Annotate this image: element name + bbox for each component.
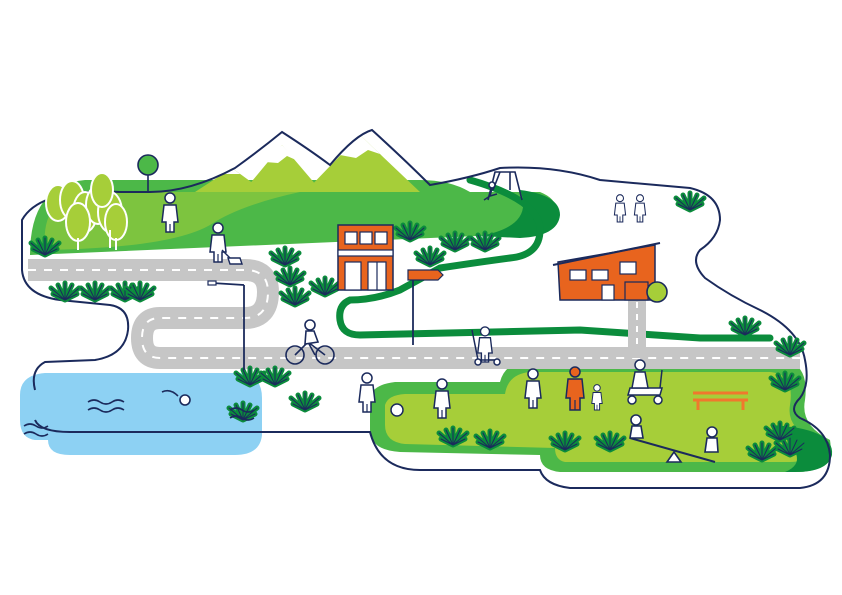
kick-scooter-icon xyxy=(471,329,501,366)
background-land xyxy=(20,135,833,472)
swing-icon xyxy=(483,171,523,201)
bench-icon xyxy=(693,391,748,410)
ball-icon xyxy=(390,403,404,417)
tree-icon xyxy=(45,172,128,250)
mountain-icon xyxy=(195,135,420,192)
dog-icon xyxy=(221,249,243,265)
scene-outline xyxy=(120,128,831,456)
mobility-scooter-icon xyxy=(627,359,663,405)
scene-outline-lower xyxy=(34,419,831,489)
seesaw-icon xyxy=(629,414,719,463)
scene-outline-left xyxy=(21,190,130,391)
road xyxy=(28,259,800,369)
signpost-icon xyxy=(407,269,444,345)
lone-tree-icon xyxy=(137,154,159,193)
swimmer-icon xyxy=(23,389,255,437)
shop-icon xyxy=(337,224,394,291)
street-lamp-icon xyxy=(207,280,245,370)
lake xyxy=(20,373,262,455)
house-icon xyxy=(552,242,668,303)
cyclist-icon xyxy=(285,319,335,365)
